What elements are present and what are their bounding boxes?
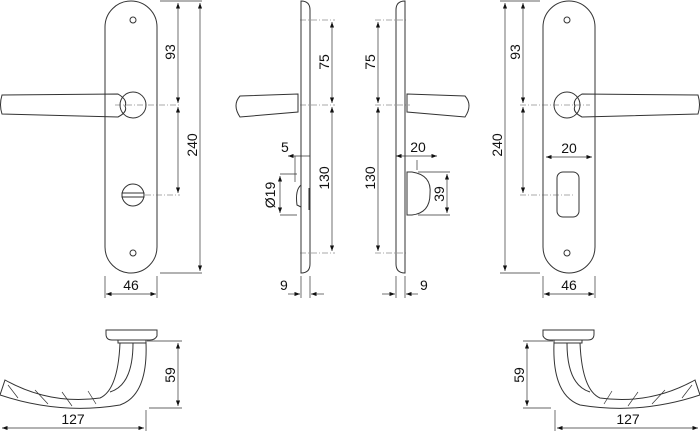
dim-127: 127 <box>616 411 640 427</box>
dim-46: 46 <box>561 277 577 293</box>
front-view-left: 93 240 46 <box>0 0 203 298</box>
dim-93: 93 <box>507 44 523 60</box>
dim-46: 46 <box>123 277 139 293</box>
dim-diameter-19: Ø19 <box>262 182 278 209</box>
top-view-right: 59 127 <box>511 329 700 431</box>
dim-240: 240 <box>184 133 200 157</box>
dim-130: 130 <box>316 166 332 190</box>
dim-127: 127 <box>61 411 85 427</box>
dim-9: 9 <box>420 277 428 293</box>
dim-75: 75 <box>362 54 378 70</box>
side-view-right: 75 130 20 39 9 <box>362 0 470 298</box>
dim-59: 59 <box>511 367 527 383</box>
dim-93: 93 <box>162 44 178 60</box>
dim-20: 20 <box>410 139 426 155</box>
side-view-left: 75 130 5 Ø19 9 <box>235 0 335 298</box>
top-view-left: 59 127 <box>0 329 182 431</box>
dim-59: 59 <box>162 367 178 383</box>
dim-20: 20 <box>561 140 577 156</box>
dim-5: 5 <box>281 139 289 155</box>
dim-39: 39 <box>431 186 447 202</box>
front-view-right: 93 240 20 46 <box>489 0 700 298</box>
dim-9: 9 <box>280 277 288 293</box>
dim-240: 240 <box>489 133 505 157</box>
dim-130: 130 <box>362 166 378 190</box>
dim-75: 75 <box>316 54 332 70</box>
